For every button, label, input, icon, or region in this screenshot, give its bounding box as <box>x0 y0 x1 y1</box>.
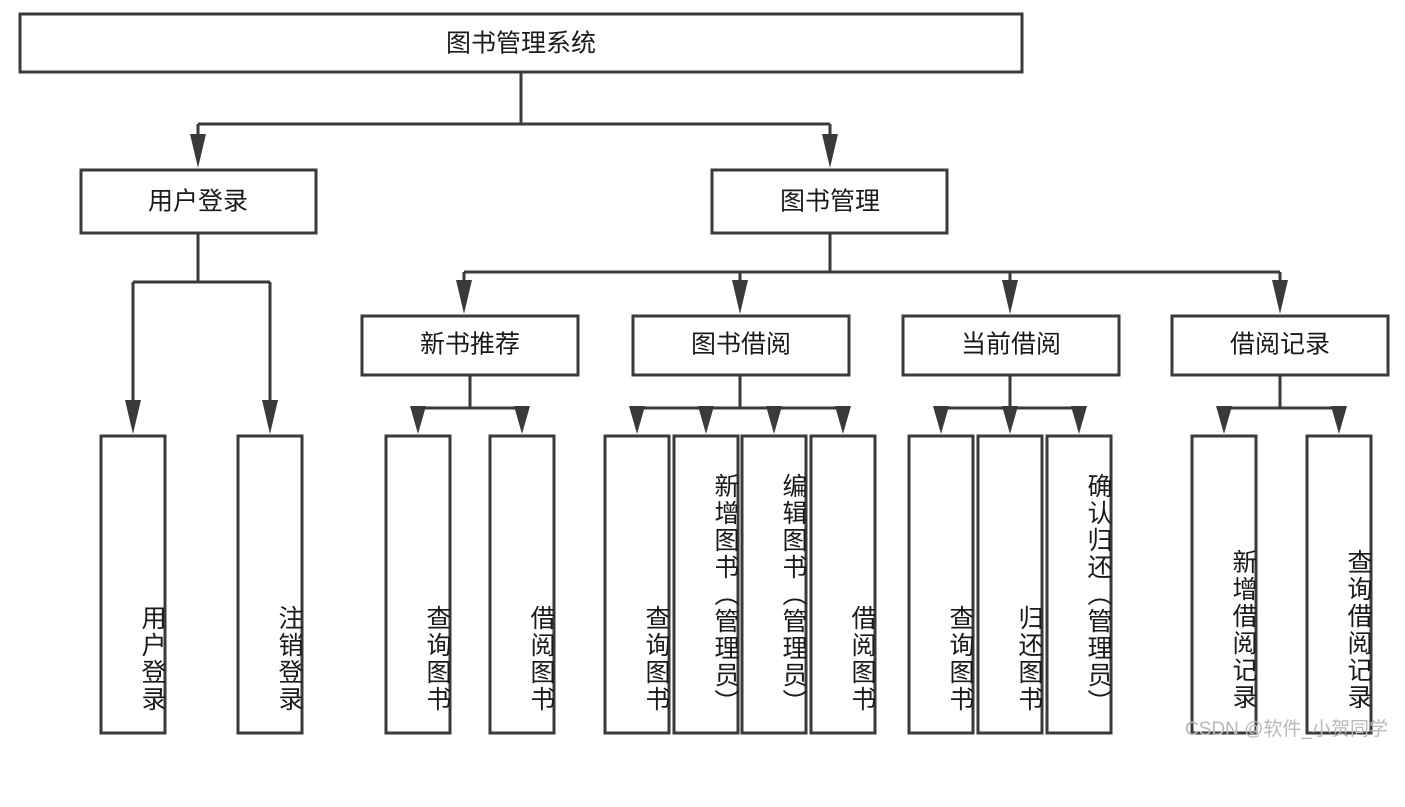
leaf-box-user-login[interactable] <box>99 434 167 735</box>
arrow-newbook-leaf-1-icon <box>410 406 426 434</box>
node-book-borrow[interactable]: 图书借阅 <box>631 314 851 377</box>
arrow-borrow-leaf-2-icon <box>698 406 714 434</box>
node-root[interactable]: 图书管理系统 <box>18 12 1024 74</box>
connector-group-root <box>190 72 838 168</box>
csdn-watermark: CSDN @软件_小贺同学 <box>1185 719 1388 740</box>
node-current-borrow-box[interactable] <box>901 314 1121 377</box>
arrow-user-leaf-1-icon <box>125 400 141 434</box>
leaf-box-query-book-new[interactable] <box>384 434 452 735</box>
node-borrow-record[interactable]: 借阅记录 <box>1170 314 1390 377</box>
arrow-book-to-new-icon <box>456 280 472 314</box>
node-book-borrow-label: 图书借阅 <box>691 331 791 359</box>
node-new-book-recommend-box[interactable] <box>360 314 580 377</box>
node-current-borrow[interactable]: 当前借阅 <box>901 314 1121 377</box>
leaf-box-confirm-return[interactable] <box>1045 434 1113 735</box>
connector-group-user-login <box>125 233 278 434</box>
leaf-box-add-book[interactable] <box>672 434 740 735</box>
arrow-root-to-user-icon <box>190 134 206 168</box>
diagram-canvas: 图书管理系统 用户登录 图书管理 新书推荐 图书借阅 当前借阅 借阅记录 <box>18 12 1390 735</box>
node-new-book-recommend-label: 新书推荐 <box>420 331 520 359</box>
node-book-management-box[interactable] <box>710 168 949 235</box>
node-root-box[interactable] <box>18 12 1024 74</box>
connector-group-book-borrow <box>629 375 851 434</box>
arrow-book-to-borrow-icon <box>732 280 748 314</box>
leaf-box-add-record[interactable] <box>1190 434 1258 735</box>
connector-group-borrow-record <box>1216 375 1347 434</box>
node-user-login-box[interactable] <box>79 168 318 235</box>
arrow-current-leaf-2-icon <box>1002 406 1018 434</box>
arrow-borrow-leaf-1-icon <box>629 406 645 434</box>
node-user-login-label: 用户登录 <box>148 188 248 216</box>
arrow-current-leaf-1-icon <box>933 406 949 434</box>
node-book-management-label: 图书管理 <box>780 188 880 216</box>
leaf-box-query-record[interactable] <box>1305 434 1373 735</box>
arrow-record-leaf-1-icon <box>1216 406 1232 434</box>
arrow-root-to-book-icon <box>822 134 838 168</box>
leaf-box-edit-book[interactable] <box>740 434 808 735</box>
arrow-newbook-leaf-2-icon <box>514 406 530 434</box>
node-current-borrow-label: 当前借阅 <box>961 331 1061 359</box>
leaf-box-borrow-book-new[interactable] <box>488 434 556 735</box>
node-user-login[interactable]: 用户登录 <box>79 168 318 235</box>
leaf-box-return-book[interactable] <box>976 434 1044 735</box>
node-book-borrow-box[interactable] <box>631 314 851 377</box>
arrow-book-to-current-icon <box>1002 280 1018 314</box>
node-book-management[interactable]: 图书管理 <box>710 168 949 235</box>
arrow-record-leaf-2-icon <box>1331 406 1347 434</box>
arrow-current-leaf-3-icon <box>1071 406 1087 434</box>
node-root-label: 图书管理系统 <box>446 30 596 58</box>
node-borrow-record-label: 借阅记录 <box>1230 331 1330 359</box>
connector-group-book-mgmt <box>456 233 1288 314</box>
connector-group-current-borrow <box>933 375 1087 434</box>
arrow-borrow-leaf-4-icon <box>835 406 851 434</box>
arrow-borrow-leaf-3-icon <box>766 406 782 434</box>
leaf-box-borrow-book[interactable] <box>809 434 877 735</box>
arrow-user-leaf-2-icon <box>262 400 278 434</box>
leaf-box-logout[interactable] <box>236 434 304 735</box>
node-new-book-recommend[interactable]: 新书推荐 <box>360 314 580 377</box>
leaf-boxes <box>99 434 1373 735</box>
leaf-box-query-book-current[interactable] <box>907 434 975 735</box>
connector-group-new-book <box>410 375 530 434</box>
leaf-box-query-book-borrow[interactable] <box>603 434 671 735</box>
flowchart-diagram: 图书管理系统 用户登录 图书管理 新书推荐 图书借阅 当前借阅 借阅记录 <box>18 12 1390 740</box>
node-borrow-record-box[interactable] <box>1170 314 1390 377</box>
arrow-book-to-record-icon <box>1272 280 1288 314</box>
